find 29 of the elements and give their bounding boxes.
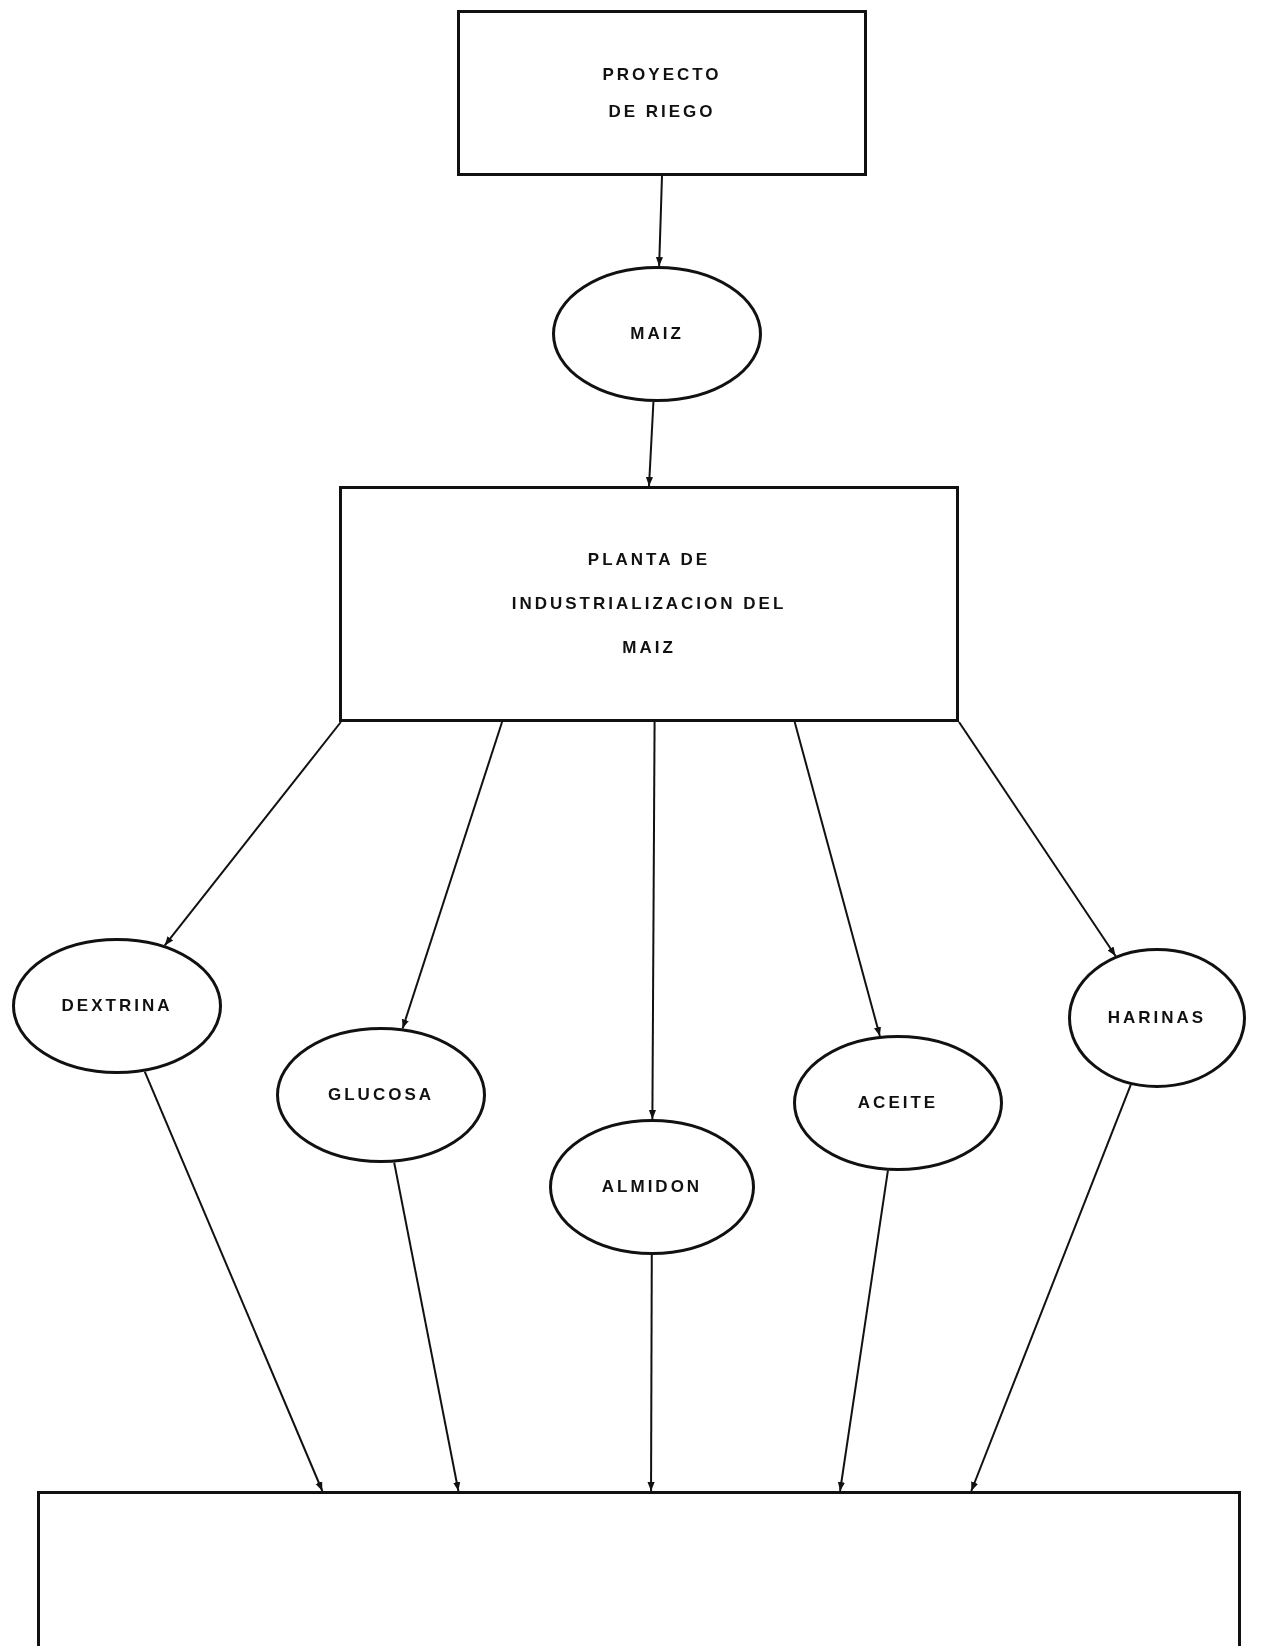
node-label: PLANTA DE INDUSTRIALIZACION DEL MAIZ [510, 548, 788, 660]
node-label: ACEITE [857, 1092, 939, 1114]
product-ellipse [1068, 948, 1246, 1088]
arrow [970, 1083, 1132, 1492]
arrow [655, 175, 664, 267]
arrow [645, 400, 655, 487]
product-ellipse [12, 938, 222, 1074]
node-label: GLUCOSA [328, 1084, 434, 1106]
product-ellipse [276, 1027, 486, 1163]
arrow [647, 1254, 655, 1492]
node-label: PROYECTO DE RIEGO [601, 63, 723, 123]
project-box [457, 10, 867, 176]
node-label: HARINAS [1107, 1007, 1207, 1029]
arrow [837, 1169, 889, 1492]
arrow [393, 1161, 461, 1492]
arrow [401, 721, 504, 1030]
arrow [648, 721, 657, 1120]
output-box [37, 1491, 1241, 1646]
product-ellipse [552, 266, 762, 402]
arrow [163, 721, 342, 947]
plant-box [339, 486, 959, 722]
arrow [793, 721, 881, 1038]
arrow [143, 1070, 324, 1492]
node-label: DEXTRINA [61, 995, 173, 1017]
arrow [958, 721, 1117, 958]
product-ellipse [793, 1035, 1003, 1171]
node-label: MAIZ [630, 323, 684, 345]
product-ellipse [549, 1119, 755, 1255]
node-label: ALMIDON [601, 1176, 703, 1198]
